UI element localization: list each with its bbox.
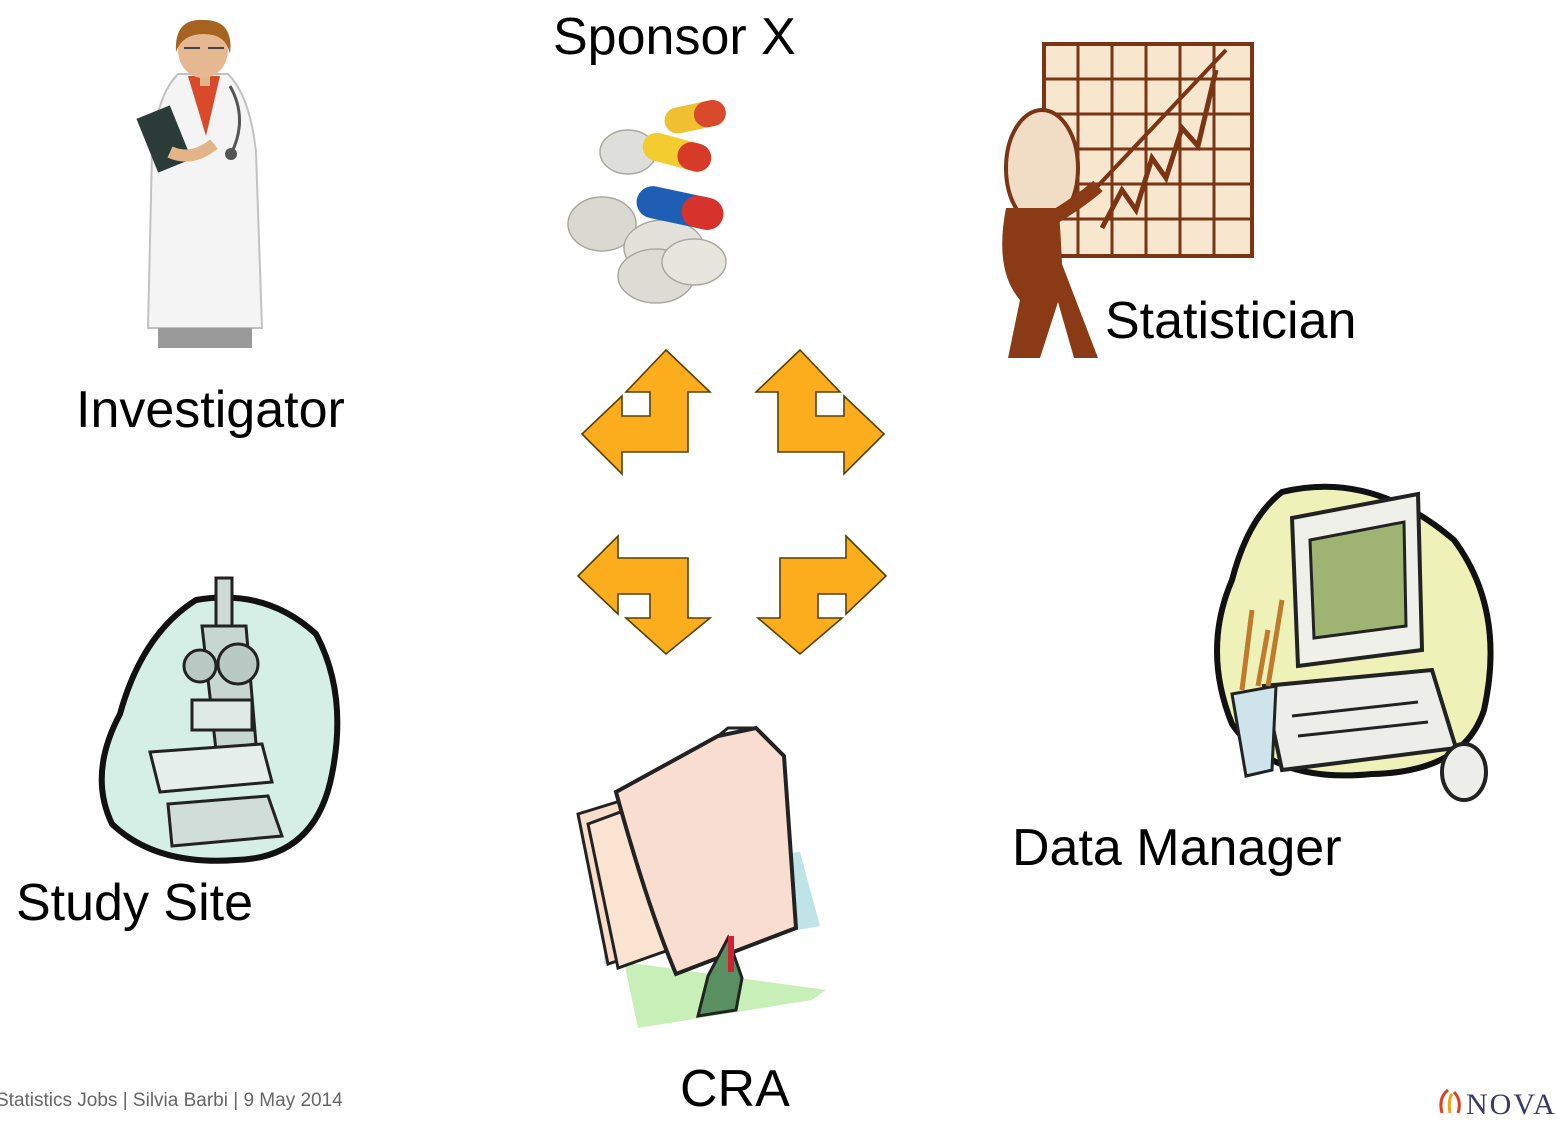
statistician-image [1002,42,1254,358]
computer-image [1214,483,1494,802]
novartis-logo-text: NOVA [1466,1088,1557,1121]
pills-image [567,100,727,304]
statistician-label: Statistician [1105,292,1357,350]
investigator-image [136,19,264,348]
cra-folders-image [576,725,826,1028]
microscope-image [98,576,341,864]
study-site-label: Study Site [16,874,254,932]
investigator-label: Investigator [76,381,345,439]
arrow-up-left [580,348,712,476]
arrow-up-right [754,348,886,476]
footer-text: Statistics Jobs | Silvia Barbi | 9 May 2… [0,1090,343,1111]
sponsor-label: Sponsor X [553,8,796,66]
cra-label: CRA [680,1060,790,1118]
arrow-down-left [576,534,713,656]
novartis-logo-icon [1439,1088,1461,1114]
arrow-down-right [755,534,888,656]
data-manager-label: Data Manager [1012,819,1342,877]
flow-arrows [576,348,888,656]
